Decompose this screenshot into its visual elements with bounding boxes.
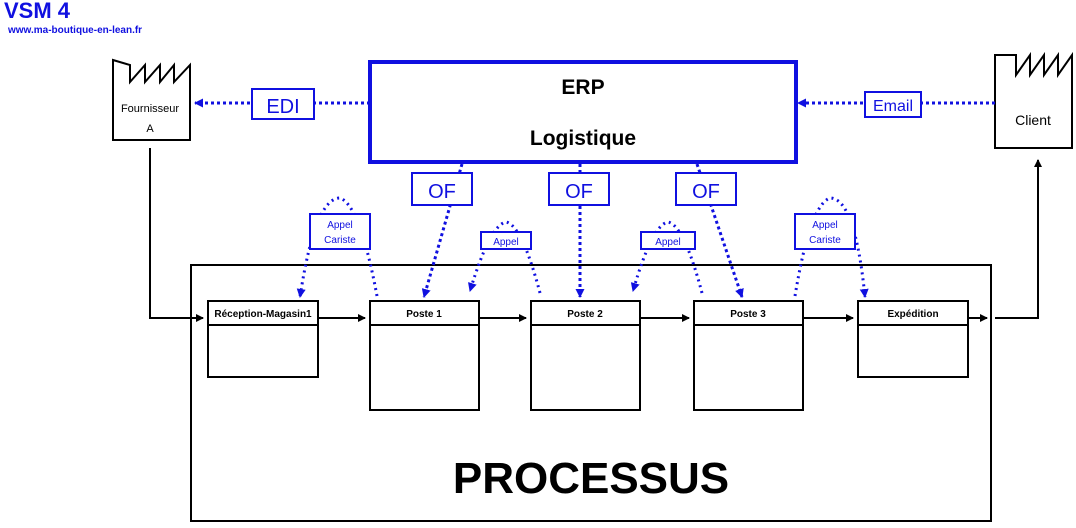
station-label: Poste 1 xyxy=(406,309,442,320)
supplier-factory-icon: Fournisseur A xyxy=(112,58,191,141)
station-label: Expédition xyxy=(887,309,938,320)
station-label: Poste 2 xyxy=(567,309,603,320)
of-label: OF xyxy=(565,181,593,203)
pull-call-label: Appel xyxy=(327,220,353,231)
material-flow-supplier-to-reception xyxy=(149,148,204,322)
of-tag: OF xyxy=(548,172,610,206)
erp-label: ERP xyxy=(561,76,604,99)
material-flow-to-client xyxy=(995,159,1042,319)
station-label: Réception-Magasin1 xyxy=(214,309,312,320)
pull-call-sublabel: Cariste xyxy=(809,235,841,246)
pull-call-label: Appel xyxy=(812,220,838,231)
pull-call-loop-arrow xyxy=(630,220,704,294)
of-flow-arrow-poste-1 xyxy=(421,163,464,298)
process-label: PROCESSUS xyxy=(453,454,729,503)
pull-call-loop-arrow xyxy=(468,220,542,294)
pull-call-tag: Appel xyxy=(640,231,696,250)
pull-call-tag: Appel Cariste xyxy=(309,213,371,250)
pull-call-tag: Appel Cariste xyxy=(794,213,856,250)
of-label: OF xyxy=(692,181,720,203)
website-link[interactable]: www.ma-boutique-en-lean.fr xyxy=(8,25,143,36)
station-label: Poste 3 xyxy=(730,309,766,320)
client-factory-icon: Client xyxy=(994,51,1073,149)
erp-box: ERP Logistique xyxy=(368,60,798,164)
pull-call-label: Appel xyxy=(655,237,681,248)
client-label: Client xyxy=(1015,112,1051,128)
station-box-reception: Réception-Magasin1 xyxy=(207,300,319,378)
email-label: Email xyxy=(873,98,913,115)
station-box-poste-2: Poste 2 xyxy=(530,300,641,411)
supplier-sublabel: A xyxy=(146,123,154,135)
station-box-expedition: Expédition xyxy=(857,300,969,378)
page-title: VSM 4 xyxy=(4,0,71,23)
of-tag: OF xyxy=(411,172,473,206)
of-label: OF xyxy=(428,181,456,203)
edi-label: EDI xyxy=(266,96,299,118)
pull-call-sublabel: Cariste xyxy=(324,235,356,246)
station-box-poste-1: Poste 1 xyxy=(369,300,480,411)
email-tag: Email xyxy=(864,91,922,118)
station-box-poste-3: Poste 3 xyxy=(693,300,804,411)
pull-call-tag: Appel xyxy=(480,231,532,250)
erp-sublabel: Logistique xyxy=(530,127,636,150)
supplier-label: Fournisseur xyxy=(121,103,179,115)
of-tag: OF xyxy=(675,172,737,206)
edi-tag: EDI xyxy=(251,88,315,120)
pull-call-label: Appel xyxy=(493,237,519,248)
